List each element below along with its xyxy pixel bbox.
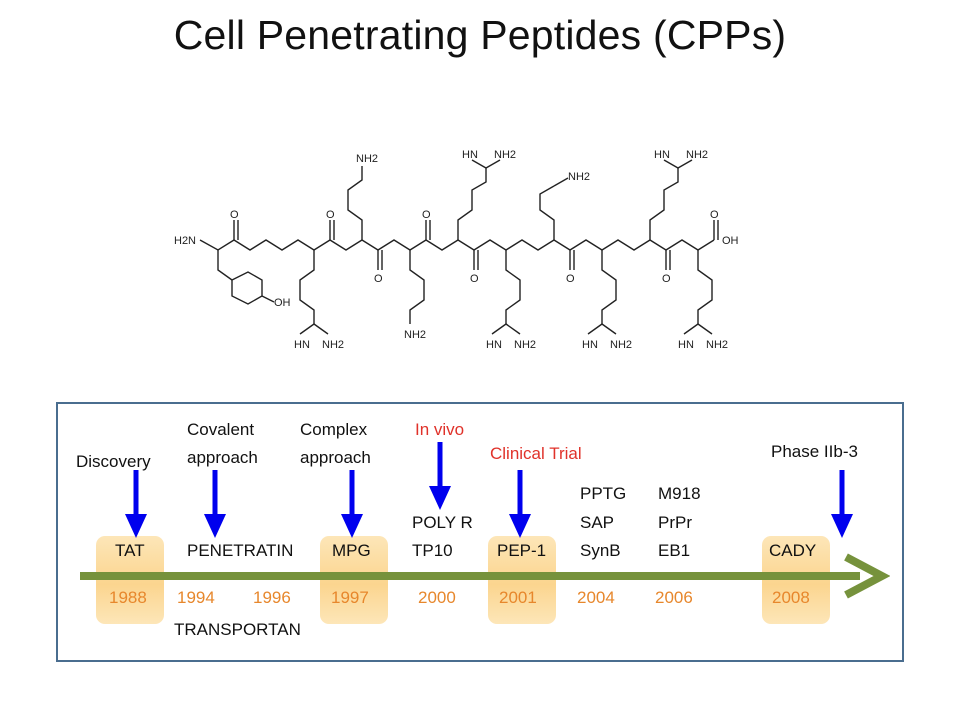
peptide-tp10: TP10: [412, 541, 453, 560]
highlight-2001: [488, 536, 556, 624]
peptide-pptg: PPTG: [580, 484, 627, 503]
arrow-complex: [341, 470, 363, 538]
hydroxyl-label: OH: [274, 297, 291, 309]
arrow-clinical-trial: [509, 470, 531, 538]
milestone-clinical-trial: Clinical Trial: [490, 444, 582, 463]
guanidine-label: HN: [486, 339, 502, 351]
lysine-amine-label-2: NH2: [404, 329, 426, 341]
milestone-discovery: Discovery: [76, 452, 151, 471]
peptide-mpg: MPG: [332, 541, 371, 560]
guanidine-label: NH2: [610, 339, 632, 351]
timeline-panel: [56, 402, 904, 662]
atom-labels: H2N OH OH NH2 NH2 NH2 O O O O O O O O HN…: [174, 149, 739, 351]
year-2006: 2006: [655, 588, 693, 607]
peptide-tat: TAT: [115, 541, 145, 560]
arrow-discovery: [125, 470, 147, 538]
guanidine-label: NH2: [322, 339, 344, 351]
peptide-poly-r: POLY R: [412, 513, 473, 532]
peptide-transportan: TRANSPORTAN: [174, 620, 301, 639]
peptide-synb: SynB: [580, 541, 621, 560]
year-1994: 1994: [177, 588, 215, 607]
milestone-covalent-line2: approach: [187, 448, 258, 467]
milestone-in-vivo: In vivo: [415, 420, 465, 439]
year-1996: 1996: [253, 588, 291, 607]
timeline-axis: [80, 572, 860, 580]
year-2008: 2008: [772, 588, 810, 607]
oxygen-label: O: [422, 209, 431, 221]
arrow-covalent: [204, 470, 226, 538]
peptide-sap: SAP: [580, 513, 615, 532]
guanidine-label: HN: [294, 339, 310, 351]
highlight-2008: [762, 536, 830, 624]
milestone-phase: Phase IIb-3: [771, 442, 858, 461]
year-2001: 2001: [499, 588, 537, 607]
peptide-structure: H2N OH OH NH2 NH2 NH2 O O O O O O O O HN…: [174, 149, 739, 351]
lysine-amine-label: NH2: [356, 153, 378, 165]
oxygen-label: O: [470, 273, 479, 285]
timeline-arrowhead: [844, 553, 890, 599]
peptide-prpr: PrPr: [658, 513, 692, 532]
oxygen-label: O: [566, 273, 575, 285]
peptide-penetratin: PENETRATIN: [187, 541, 294, 560]
peptide-eb1: EB1: [658, 541, 691, 560]
amine-label: H2N: [174, 235, 196, 247]
peptide-pep-1: PEP-1: [497, 541, 547, 560]
year-2004: 2004: [577, 588, 615, 607]
highlight-1988: [96, 536, 164, 624]
milestone-covalent-line1: Covalent: [187, 420, 255, 439]
guanidine-label: HN: [654, 149, 670, 161]
backbone-bonds: [199, 159, 719, 335]
guanidine-label: NH2: [706, 339, 728, 351]
oxygen-label: O: [662, 273, 671, 285]
peptide-cady: CADY: [769, 541, 817, 560]
year-1997: 1997: [331, 588, 369, 607]
milestone-complex-line2: approach: [300, 448, 371, 467]
arrow-phase: [831, 470, 853, 538]
oxygen-label: O: [710, 209, 719, 221]
guanidine-label: NH2: [494, 149, 516, 161]
guanidine-label: NH2: [514, 339, 536, 351]
peptide-m918: M918: [658, 484, 701, 503]
carboxyl-label: OH: [722, 235, 739, 247]
milestone-complex-line1: Complex: [300, 420, 368, 439]
guanidine-label: NH2: [686, 149, 708, 161]
oxygen-label: O: [326, 209, 335, 221]
glutamine-amide-label: NH2: [568, 171, 590, 183]
highlight-1997: [320, 536, 388, 624]
guanidine-label: HN: [462, 149, 478, 161]
guanidine-label: HN: [678, 339, 694, 351]
year-2000: 2000: [418, 588, 456, 607]
year-1988: 1988: [109, 588, 147, 607]
oxygen-label: O: [230, 209, 239, 221]
arrow-in-vivo: [429, 442, 451, 510]
oxygen-label: O: [374, 273, 383, 285]
slide-title: Cell Penetrating Peptides (CPPs): [173, 12, 787, 58]
guanidine-label: HN: [582, 339, 598, 351]
